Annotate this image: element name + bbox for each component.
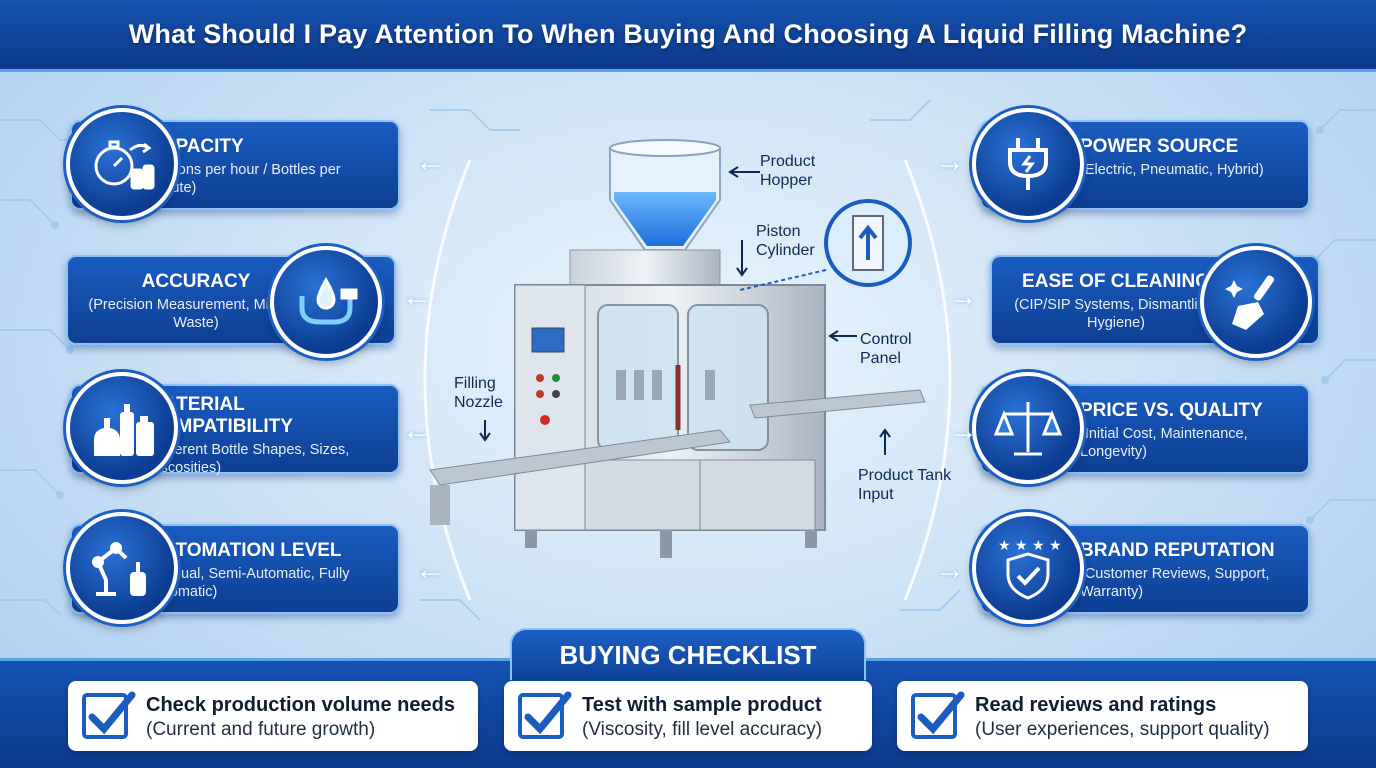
robot-arm-icon: [66, 512, 178, 624]
label-product-tank-input: Product Tank Input: [858, 467, 952, 503]
checklist-item-sub: (Viscosity, fill level accuracy): [582, 719, 823, 740]
checklist-item-sub: (User experiences, support quality): [975, 719, 1270, 740]
stopwatch-bottles-icon: [66, 108, 178, 220]
factor-subtitle: (Manual, Semi-Automatic, Fully Automatic…: [148, 566, 350, 600]
label-product-hopper: Product Hopper: [760, 153, 816, 189]
factor-subtitle: (Precision Measurement, Minimal Waste): [88, 297, 304, 331]
factor-title: EASE OF CLEANING: [1022, 271, 1210, 292]
filling-machine-illustration: [429, 139, 926, 558]
page-title: What Should I Pay Attention To When Buyi…: [128, 19, 1248, 49]
factor-subtitle: (Customer Reviews, Support, Warranty): [1080, 566, 1270, 600]
factor-subtitle: (Different Bottle Shapes, Sizes, Viscosi…: [148, 442, 350, 476]
checklist-item-sub: (Current and future growth): [146, 719, 376, 740]
factor-title: MATERIAL COMPATIBILITY: [148, 394, 293, 437]
factor-title: AUTOMATION LEVEL: [148, 540, 342, 561]
factor-title: PRICE VS. QUALITY: [1080, 400, 1263, 421]
factor-title: ACCURACY: [141, 271, 251, 292]
label-filling-nozzle: Filling Nozzle: [454, 375, 503, 411]
checkbox-checked-icon: [82, 691, 136, 739]
checklist-item: Read reviews and ratings (User experienc…: [897, 681, 1308, 751]
label-piston-cylinder: Piston Cylinder: [756, 223, 815, 259]
checkbox-checked-icon: [911, 691, 965, 739]
label-control-panel: Control Panel: [860, 331, 912, 367]
checklist-item-main: Read reviews and ratings: [975, 694, 1217, 716]
plug-icon: [972, 108, 1084, 220]
factor-subtitle: (CIP/SIP Systems, Dismantling, Hygiene): [1014, 297, 1218, 331]
containers-icon: [66, 372, 178, 484]
arrow-left-icon: ←: [415, 145, 445, 178]
checkbox-checked-icon: [518, 691, 572, 739]
svg-text:★ ★ ★ ★: ★ ★ ★ ★: [998, 538, 1062, 554]
shield-stars-icon: ★ ★ ★ ★: [972, 512, 1084, 624]
factor-subtitle: (Initial Cost, Maintenance, Longevity): [1080, 426, 1248, 460]
arrow-left-icon: ←: [402, 414, 432, 447]
arrow-right-icon: →: [935, 553, 965, 586]
checklist-item-main: Test with sample product: [582, 694, 822, 716]
factor-title: CAPACITY: [148, 136, 244, 157]
arrow-right-icon: →: [948, 280, 978, 313]
caliper-drop-icon: [270, 246, 382, 358]
arrow-right-icon: →: [948, 414, 978, 447]
checklist-title: BUYING CHECKLIST: [559, 639, 817, 670]
arrow-left-icon: ←: [415, 553, 445, 586]
scale-icon: [972, 372, 1084, 484]
checklist-item: Check production volume needs (Current a…: [68, 681, 478, 751]
checklist-item: Test with sample product (Viscosity, fil…: [504, 681, 872, 751]
arrow-right-icon: →: [935, 145, 965, 178]
factor-title: POWER SOURCE: [1080, 136, 1239, 157]
factor-subtitle: (Electric, Pneumatic, Hybrid): [1080, 162, 1264, 178]
header-banner: What Should I Pay Attention To When Buyi…: [0, 0, 1376, 72]
brush-icon: [1200, 246, 1312, 358]
checklist-item-main: Check production volume needs: [146, 694, 455, 716]
arrow-left-icon: ←: [402, 280, 432, 313]
factor-title: BRAND REPUTATION: [1080, 540, 1275, 561]
factor-subtitle: (Callons per hour / Bottles per minute): [148, 162, 341, 196]
checklist-title-tab: BUYING CHECKLIST: [510, 628, 866, 680]
